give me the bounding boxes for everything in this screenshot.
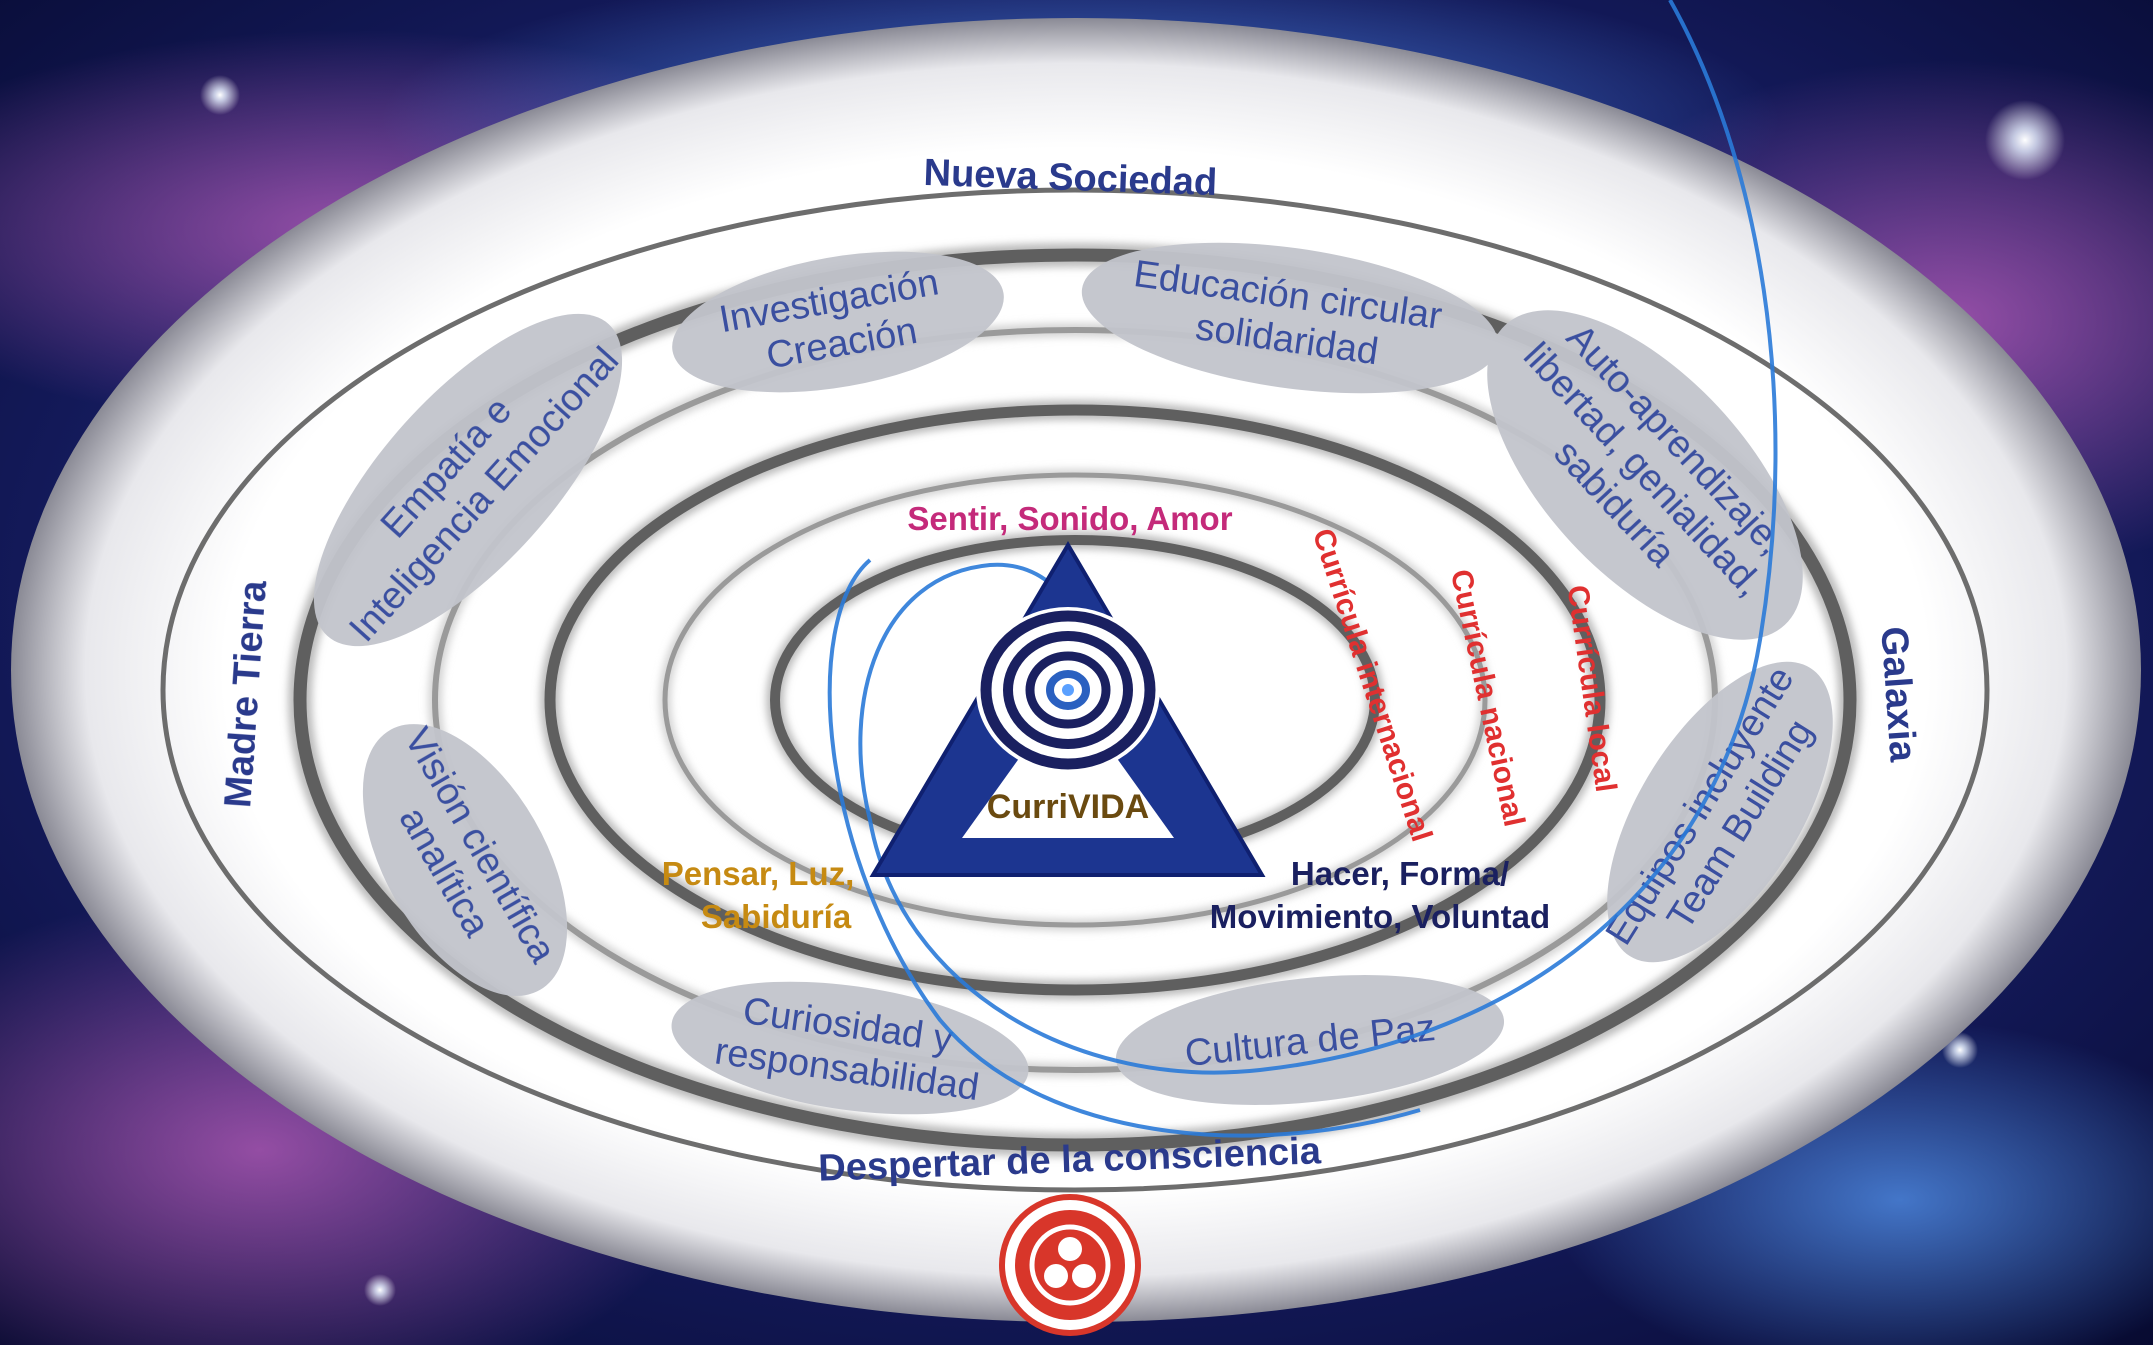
oval-educacion (1081, 242, 1499, 394)
label-nueva-sociedad: Nueva Sociedad (923, 152, 1218, 204)
oval-auto (1487, 310, 1803, 640)
label-galaxia: Galaxia (1872, 625, 1923, 764)
oval-vision (362, 724, 568, 996)
label-currivida: CurriVIDA (987, 788, 1149, 826)
spiral-icon (976, 607, 1160, 773)
label-hacer-line1: Hacer, Forma/ (1291, 855, 1509, 892)
concentric-rings (160, 187, 1990, 1193)
label-hacer-line2: Movimiento, Voluntad (1210, 898, 1550, 935)
topic-ovals (313, 242, 1833, 1115)
three-circles-emblem-icon (999, 1194, 1141, 1336)
label-pensar-line2: Sabiduría (701, 898, 852, 935)
label-sentir: Sentir, Sonido, Amor (907, 500, 1232, 537)
oval-curiosidad (671, 981, 1029, 1115)
spiral-line-outer (827, 558, 1421, 1138)
oval-equipos (1607, 661, 1833, 963)
label-pensar-line1: Pensar, Luz, (662, 855, 855, 892)
oval-empatia (313, 313, 623, 647)
oval-investigacion (672, 251, 1004, 393)
spiral-line (858, 0, 1778, 1075)
